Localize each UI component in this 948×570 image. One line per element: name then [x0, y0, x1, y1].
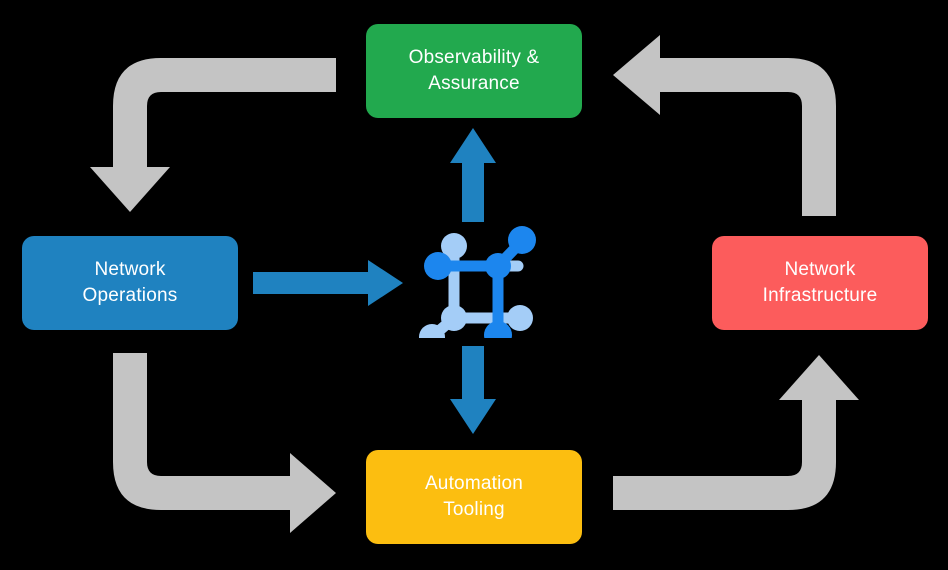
arrow-infrastructure-to-observability	[613, 35, 836, 216]
network-topology-icon	[419, 226, 536, 338]
arrow-observability-to-operations	[90, 58, 336, 212]
node-observability-assurance[interactable]: Observability & Assurance	[366, 24, 582, 118]
arrow-operations-to-automation	[113, 353, 336, 533]
arrow-automation-to-infrastructure	[613, 355, 859, 510]
node-network-operations[interactable]: Network Operations	[22, 236, 238, 330]
node-network-infrastructure[interactable]: Network Infrastructure	[712, 236, 928, 330]
arrow-center-to-automation	[450, 346, 496, 434]
topology-light-nodes	[419, 233, 533, 338]
topology-dark-nodes	[424, 226, 536, 338]
node-automation-tooling[interactable]: Automation Tooling	[366, 450, 582, 544]
arrow-operations-to-center	[253, 260, 403, 306]
arrow-center-to-observability	[450, 128, 496, 222]
